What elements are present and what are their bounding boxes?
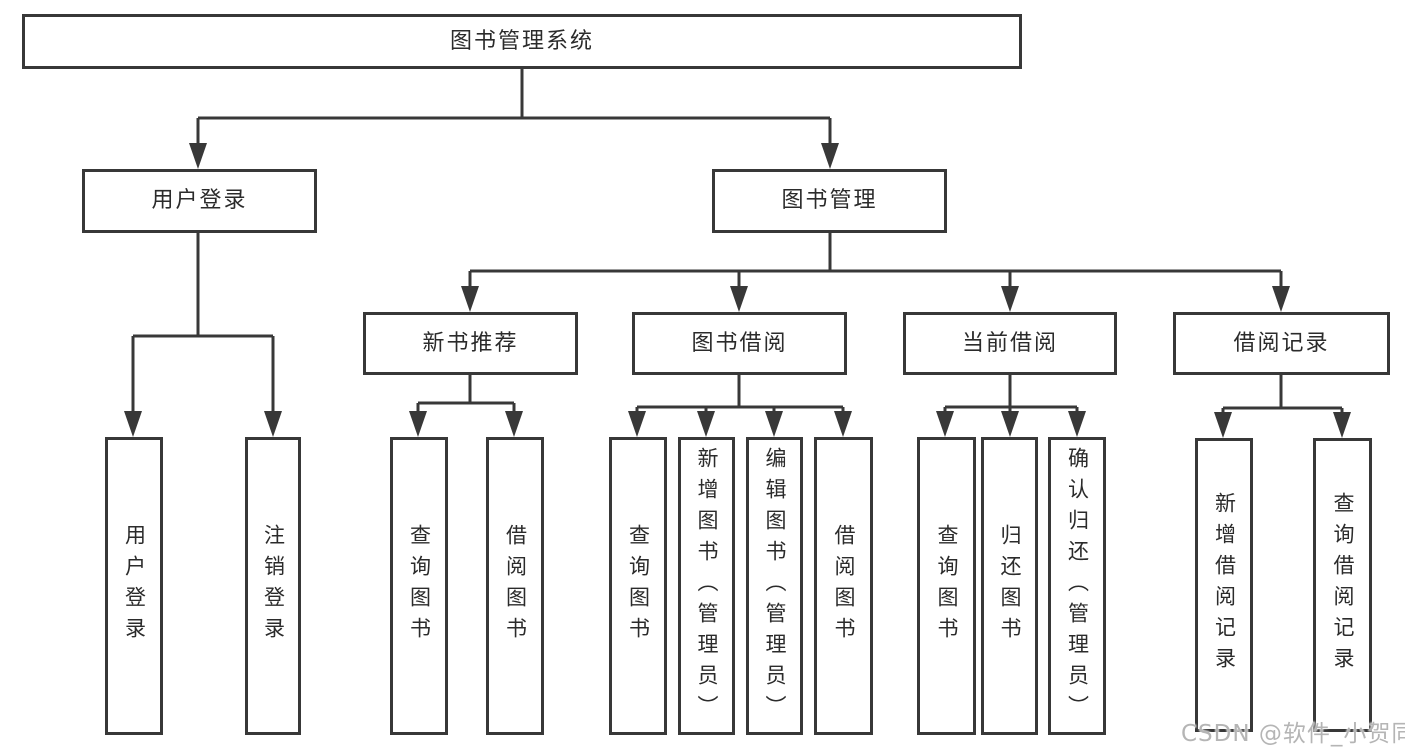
leaf-user-login-label: 用户登录 [122,524,147,648]
node-current-borrowing: 当前借阅 [903,312,1117,375]
leaf-logout: 注销登录 [245,437,301,735]
leaf-confirm-return-admin: 确认归还（管理员） [1048,437,1106,735]
leaf-logout-label: 注销登录 [261,524,286,648]
node-book-borrowing: 图书借阅 [632,312,847,375]
leaf-query-books-current-label: 查询图书 [935,524,959,648]
node-book-management: 图书管理 [712,169,947,233]
leaf-query-borrow-record-label: 查询借阅记录 [1331,492,1355,678]
arrowheads [124,143,1351,438]
leaf-edit-books-admin: 编辑图书（管理员） [746,437,803,735]
node-user-login-branch-label: 用户登录 [151,188,248,213]
leaf-return-books-label: 归还图书 [998,524,1022,648]
leaf-query-books-recommend: 查询图书 [390,437,448,735]
node-new-book-recommend: 新书推荐 [363,312,578,375]
leaf-query-books-borrowing-label: 查询图书 [626,524,651,648]
leaf-add-borrow-record: 新增借阅记录 [1195,438,1253,732]
node-new-book-recommend-label: 新书推荐 [422,330,519,356]
leaf-borrow-books: 借阅图书 [814,437,873,735]
node-user-login-branch: 用户登录 [82,169,317,233]
leaf-add-borrow-record-label: 新增借阅记录 [1212,492,1237,678]
node-book-management-label: 图书管理 [781,188,878,213]
leaf-query-books-borrowing: 查询图书 [609,437,667,735]
leaf-borrow-books-label: 借阅图书 [832,524,856,648]
leaf-add-books-admin-label: 新增图书（管理员） [695,446,719,726]
leaf-user-login: 用户登录 [105,437,163,735]
node-borrowing-records-label: 借阅记录 [1233,330,1330,356]
node-library-management-system: 图书管理系统 [22,14,1022,69]
node-current-borrowing-label: 当前借阅 [961,330,1058,356]
leaf-return-books: 归还图书 [981,437,1038,735]
leaf-edit-books-admin-label: 编辑图书（管理员） [763,446,787,726]
leaf-borrow-books-recommend: 借阅图书 [486,437,544,735]
node-book-borrowing-label: 图书借阅 [691,330,788,356]
leaf-query-borrow-record: 查询借阅记录 [1313,438,1372,732]
leaf-confirm-return-admin-label: 确认归还（管理员） [1065,446,1090,726]
leaf-borrow-books-recommend-label: 借阅图书 [503,524,528,648]
leaf-add-books-admin: 新增图书（管理员） [678,437,735,735]
node-library-management-system-label: 图书管理系统 [449,28,594,54]
node-borrowing-records: 借阅记录 [1173,312,1390,375]
leaf-query-books-recommend-label: 查询图书 [407,524,432,648]
csdn-watermark: CSDN @软件_小贺同学 [1181,721,1405,747]
leaf-query-books-current: 查询图书 [917,437,976,735]
